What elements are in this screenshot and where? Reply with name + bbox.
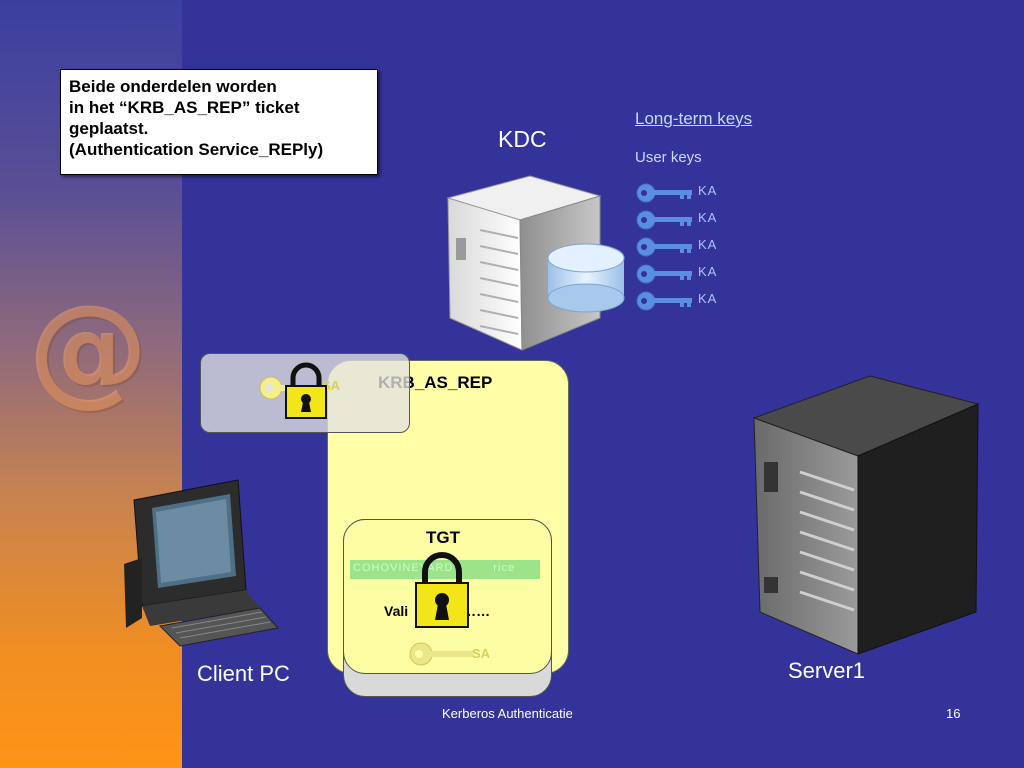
user-key-row: KA bbox=[636, 181, 726, 203]
callout-line-1: Beide onderdelen worden bbox=[69, 77, 277, 96]
client-pc-label: Client PC bbox=[197, 661, 290, 686]
tgt-session-key-label: SA bbox=[472, 646, 491, 661]
key-icon bbox=[636, 237, 692, 257]
tgt-session-key-icon bbox=[409, 642, 473, 666]
callout-line-3: geplaatst. bbox=[69, 119, 149, 138]
key-label: KA bbox=[698, 264, 718, 279]
padlock-icon bbox=[415, 552, 469, 628]
tgt-valid-prefix: Vali bbox=[384, 603, 409, 619]
client-pc-icon bbox=[124, 479, 279, 647]
tgt-data-strip bbox=[350, 560, 540, 579]
user-key-row: KA bbox=[636, 235, 726, 257]
kdc-label: KDC bbox=[498, 126, 547, 152]
kdc-server-icon bbox=[446, 175, 625, 351]
tgt-valid-suffix: …… bbox=[462, 603, 491, 619]
key-label: KA bbox=[698, 183, 718, 198]
user-key-row: KA bbox=[636, 289, 726, 311]
callout-line-2: in het “KRB_AS_REP” ticket bbox=[69, 98, 300, 117]
footer-text: Kerberos Authenticatie bbox=[442, 706, 573, 721]
tgt-validity-text: Vali …… bbox=[384, 603, 490, 619]
server1-label: Server1 bbox=[788, 658, 866, 683]
callout-box: Beide onderdelen worden in het “KRB_AS_R… bbox=[60, 69, 378, 175]
key-icon bbox=[636, 291, 692, 311]
at-sign-icon: @ bbox=[28, 280, 148, 419]
user-key-row: KA bbox=[636, 262, 726, 284]
user-key-row: KA bbox=[636, 208, 726, 230]
tgt-label: TGT bbox=[426, 528, 460, 547]
key-label: KA bbox=[698, 210, 718, 225]
callout-line-4: (Authentication Service_REPly) bbox=[69, 140, 324, 159]
key-icon bbox=[636, 183, 692, 203]
key-icon bbox=[636, 264, 692, 284]
padlock-icon bbox=[285, 362, 327, 419]
user-keys-label: User keys bbox=[635, 149, 702, 166]
key-label: KA bbox=[698, 291, 718, 306]
page-number: 16 bbox=[946, 706, 961, 721]
long-term-keys-link[interactable]: Long-term keys bbox=[635, 109, 753, 128]
server1-icon bbox=[752, 375, 980, 655]
key-label: KA bbox=[698, 237, 718, 252]
key-icon bbox=[636, 210, 692, 230]
tgt-strip-suffix: rice bbox=[493, 562, 516, 574]
